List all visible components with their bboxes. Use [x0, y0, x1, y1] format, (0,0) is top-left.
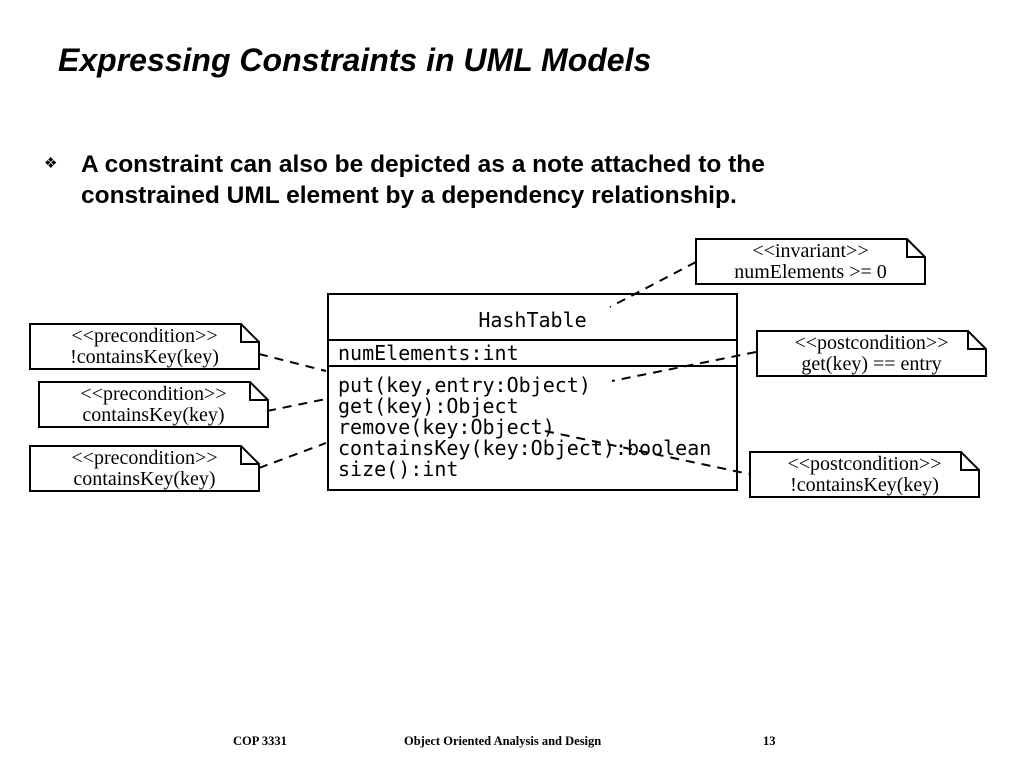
note-expression: !containsKey(key): [790, 474, 939, 496]
footer-course-code: COP 3331: [233, 734, 287, 748]
uml-class-name: HashTable: [329, 295, 736, 341]
uml-method: put(key,entry:Object): [338, 373, 591, 397]
uml-method: get(key):Object: [338, 394, 519, 418]
uml-note-precondition-3: <<precondition>> containsKey(key): [29, 445, 260, 492]
slide-footer: COP 3331 Object Oriented Analysis and De…: [0, 734, 1024, 754]
footer-course-name: Object Oriented Analysis and Design: [404, 734, 602, 748]
note-expression: containsKey(key): [82, 404, 225, 426]
note-shape: [756, 330, 987, 377]
connector-pre2: [266, 398, 327, 412]
uml-methods-compartment: put(key,entry:Object) get(key):Object re…: [329, 367, 736, 480]
note-stereotype: <<precondition>>: [71, 447, 218, 469]
note-expression: containsKey(key): [73, 468, 216, 490]
note-expression: get(key) == entry: [801, 353, 942, 375]
connector-pre3: [258, 442, 327, 469]
note-shape: [38, 381, 269, 428]
note-expression: !containsKey(key): [70, 346, 219, 368]
uml-note-invariant: <<invariant>> numElements >= 0: [695, 238, 926, 285]
note-stereotype: <<postcondition>>: [794, 332, 949, 354]
uml-note-postcondition-2: <<postcondition>> !containsKey(key): [749, 451, 980, 498]
note-stereotype: <<precondition>>: [80, 383, 227, 405]
footer-page-number: 13: [763, 734, 776, 748]
note-expression: numElements >= 0: [734, 261, 887, 283]
diamond-bullet-icon: ❖: [44, 155, 58, 172]
uml-note-postcondition-1: <<postcondition>> get(key) == entry: [756, 330, 987, 377]
bullet-text: A constraint can also be depicted as a n…: [81, 151, 765, 209]
note-shape: [749, 451, 980, 498]
connector-pre1: [258, 353, 327, 372]
uml-method: remove(key:Object): [338, 415, 555, 439]
note-stereotype: <<invariant>>: [752, 240, 869, 262]
uml-note-precondition-2: <<precondition>> containsKey(key): [38, 381, 269, 428]
uml-attribute: numElements:int: [329, 341, 736, 367]
bullet-item: ❖ A constraint can also be depicted as a…: [44, 149, 904, 211]
slide-title: Expressing Constraints in UML Models: [58, 42, 652, 78]
uml-note-precondition-1: <<precondition>> !containsKey(key): [29, 323, 260, 370]
uml-class-hashtable: HashTable numElements:int put(key,entry:…: [327, 293, 738, 491]
note-stereotype: <<postcondition>>: [787, 453, 942, 475]
note-stereotype: <<precondition>>: [71, 325, 218, 347]
note-shape: [29, 445, 260, 492]
uml-method: containsKey(key:Object):boolean: [338, 436, 712, 460]
uml-method: size():int: [338, 457, 459, 481]
